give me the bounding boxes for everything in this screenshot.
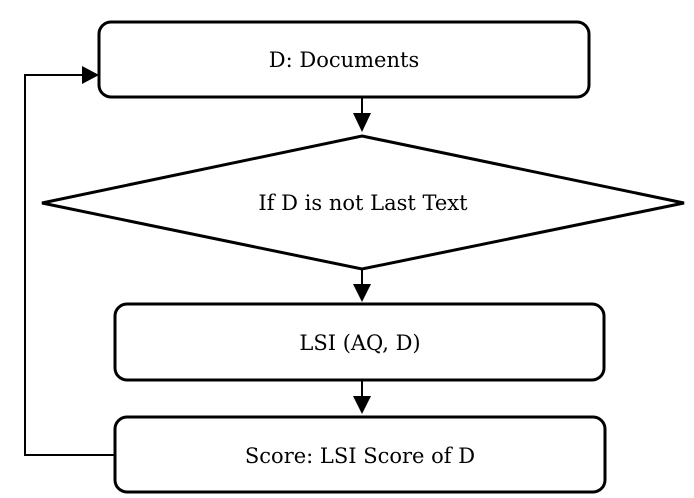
- edge-score-to-documents: [24, 66, 115, 456]
- score-label: Score: LSI Score of D: [245, 444, 475, 468]
- edge-documents-to-decision: [353, 97, 371, 132]
- lsi-node: LSI (AQ, D): [113, 302, 606, 382]
- score-node: Score: LSI Score of D: [113, 415, 607, 494]
- lsi-label: LSI (AQ, D): [299, 331, 420, 355]
- documents-node: D: Documents: [97, 20, 591, 99]
- edge-lsi-to-score: [353, 380, 371, 414]
- edge-decision-to-lsi: [353, 269, 371, 302]
- documents-label: D: Documents: [269, 48, 419, 72]
- decision-label: If D is not Last Text: [258, 191, 468, 215]
- lsi-box: [113, 302, 606, 382]
- documents-box: [97, 20, 591, 99]
- decision-node: If D is not Last Text: [41, 134, 685, 271]
